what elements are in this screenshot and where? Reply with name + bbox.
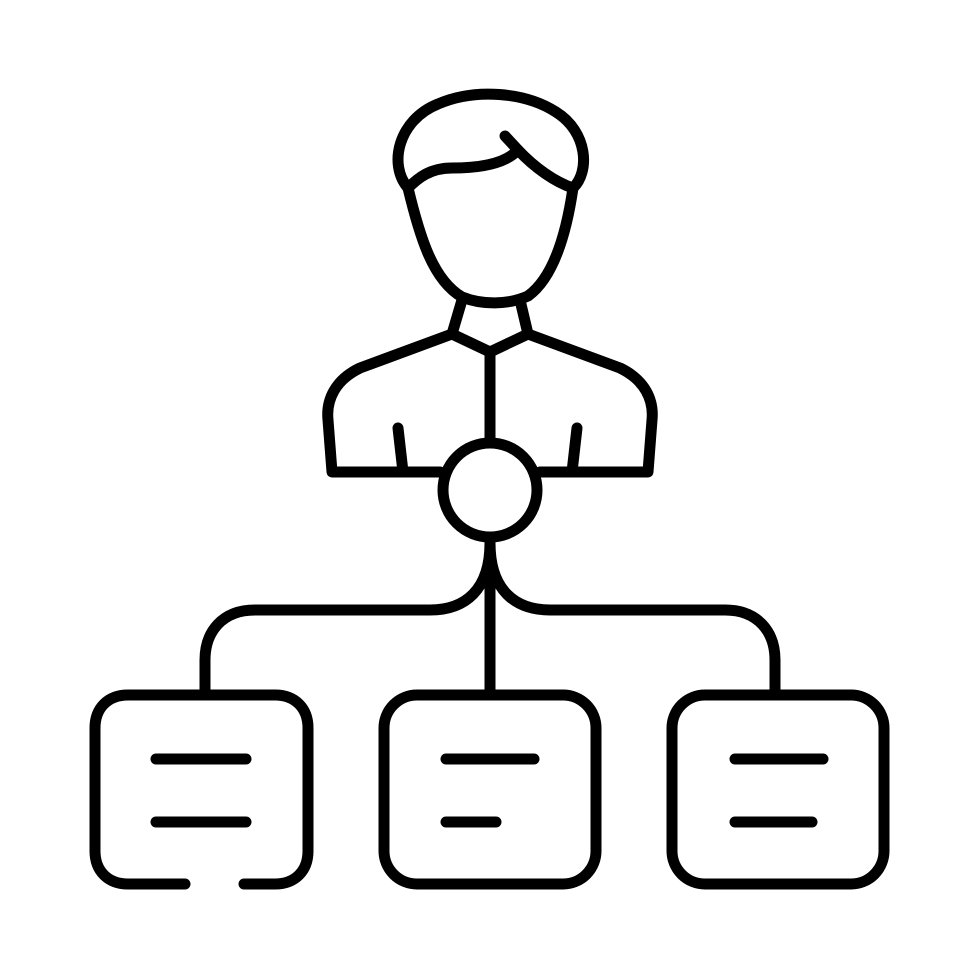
person-neck-right [514, 294, 534, 340]
person-arm-crease-right [566, 422, 583, 478]
connector-node-icon [199, 437, 781, 696]
document-center-frame [378, 689, 602, 890]
person-face [402, 182, 579, 309]
connector-node [437, 437, 543, 543]
person-hair-fringe [402, 144, 579, 194]
document-right [666, 689, 890, 890]
document-left-frame [89, 689, 314, 890]
person-icon [322, 88, 658, 478]
person-arm-crease-left [392, 422, 409, 478]
branch-left [199, 537, 496, 696]
branch-right [484, 537, 781, 696]
person-torso-right [522, 328, 658, 478]
person-torso [322, 328, 458, 478]
document-right-frame [666, 689, 890, 890]
person-hair-tuft [499, 130, 524, 156]
person-neck-left [446, 294, 468, 340]
person-hair [392, 88, 589, 194]
document-left [89, 689, 314, 890]
document-center [378, 689, 602, 890]
